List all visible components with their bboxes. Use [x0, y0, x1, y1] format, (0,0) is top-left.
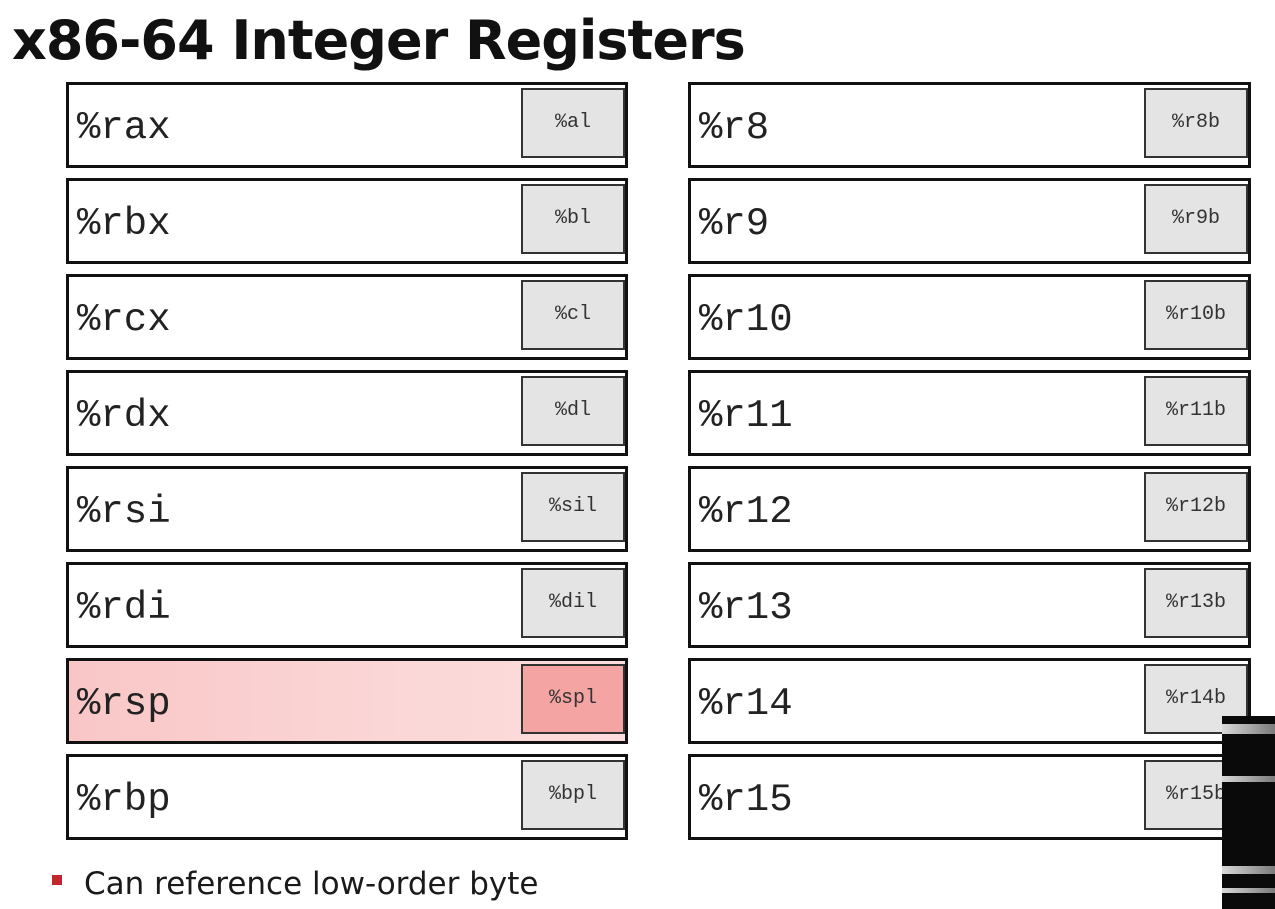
register-name: %rdx [77, 394, 171, 438]
register-name: %rbp [77, 778, 171, 822]
low-byte-box: %bpl [521, 760, 625, 830]
register-box-rdx: %rdx %dl [66, 370, 628, 456]
register-name: %r12 [699, 490, 793, 534]
register-box-r8: %r8 %r8b [688, 82, 1251, 168]
register-box-r13: %r13 %r13b [688, 562, 1251, 648]
register-box-r10: %r10 %r10b [688, 274, 1251, 360]
slide-title: x86-64 Integer Registers [12, 9, 746, 72]
register-box-rbx: %rbx %bl [66, 178, 628, 264]
low-byte-box: %r12b [1144, 472, 1248, 542]
register-name: %rax [77, 106, 171, 150]
bullet-note: Can reference low-order byte [52, 862, 538, 906]
low-byte-box: %dl [521, 376, 625, 446]
low-byte-box: %r11b [1144, 376, 1248, 446]
register-name: %r15 [699, 778, 793, 822]
register-name: %rdi [77, 586, 171, 630]
low-byte-box: %dil [521, 568, 625, 638]
register-box-rdi: %rdi %dil [66, 562, 628, 648]
low-byte-box: %r10b [1144, 280, 1248, 350]
register-name: %r13 [699, 586, 793, 630]
square-bullet-icon [52, 875, 62, 885]
register-box-rax: %rax %al [66, 82, 628, 168]
video-thumbnail-overlay [1222, 716, 1275, 909]
register-box-r11: %r11 %r11b [688, 370, 1251, 456]
low-byte-box: %al [521, 88, 625, 158]
register-name: %r10 [699, 298, 793, 342]
register-box-rbp: %rbp %bpl [66, 754, 628, 840]
register-box-rsi: %rsi %sil [66, 466, 628, 552]
register-name: %r9 [699, 202, 770, 246]
low-byte-box: %cl [521, 280, 625, 350]
low-byte-box: %sil [521, 472, 625, 542]
register-name: %rsp [77, 682, 171, 726]
register-box-r9: %r9 %r9b [688, 178, 1251, 264]
register-box-r14: %r14 %r14b [688, 658, 1251, 744]
register-name: %r8 [699, 106, 770, 150]
note-text: Can reference low-order byte [84, 866, 539, 902]
register-name: %r14 [699, 682, 793, 726]
register-column-left: %rax %al %rbx %bl %rcx %cl %rdx %dl %rsi… [66, 82, 628, 850]
low-byte-box: %bl [521, 184, 625, 254]
low-byte-box: %r14b [1144, 664, 1248, 734]
register-name: %rbx [77, 202, 171, 246]
register-column-right: %r8 %r8b %r9 %r9b %r10 %r10b %r11 %r11b … [688, 82, 1251, 850]
register-name: %rcx [77, 298, 171, 342]
register-box-rcx: %rcx %cl [66, 274, 628, 360]
register-box-rsp-highlighted: %rsp %spl [66, 658, 628, 744]
register-box-r12: %r12 %r12b [688, 466, 1251, 552]
low-byte-box: %r9b [1144, 184, 1248, 254]
low-byte-box: %r8b [1144, 88, 1248, 158]
register-name: %rsi [77, 490, 171, 534]
register-name: %r11 [699, 394, 793, 438]
low-byte-box: %spl [521, 664, 625, 734]
low-byte-box: %r13b [1144, 568, 1248, 638]
register-box-r15: %r15 %r15b [688, 754, 1251, 840]
